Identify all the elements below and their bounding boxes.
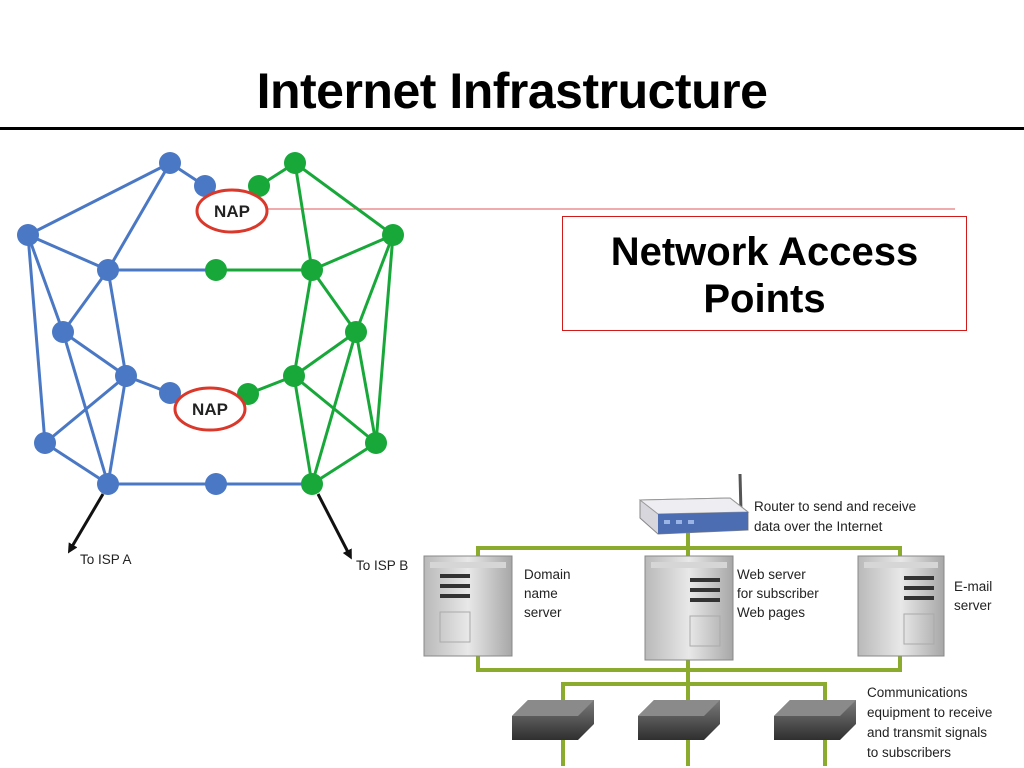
svg-text:equipment to receive: equipment to receive — [867, 705, 992, 720]
dns-server-icon — [423, 555, 513, 657]
arrow-to-isp-b — [316, 493, 352, 560]
svg-text:E-mail: E-mail — [954, 579, 992, 594]
svg-text:data over the Internet: data over the Internet — [754, 519, 883, 534]
network-node — [248, 175, 270, 197]
comm-equipment-label: Communications equipment to receive and … — [867, 685, 992, 760]
network-node — [301, 473, 323, 495]
web-server-label: Web server for subscriber Web pages — [737, 567, 819, 620]
isp-b-label: To ISP B — [356, 558, 408, 573]
network-node — [283, 365, 305, 387]
nap-callout-box: Network Access Points — [562, 216, 967, 331]
nap-top-label: NAP — [214, 202, 250, 221]
network-node — [345, 321, 367, 343]
title-divider — [0, 127, 1024, 130]
svg-text:Web server: Web server — [737, 567, 806, 582]
router-icon — [638, 473, 750, 535]
network-node — [17, 224, 39, 246]
network-node — [34, 432, 56, 454]
svg-text:Communications: Communications — [867, 685, 968, 700]
dns-server-label: Domain name server — [524, 567, 571, 620]
isp-a-label: To ISP A — [80, 552, 132, 567]
svg-text:Router to send and receive: Router to send and receive — [754, 499, 916, 514]
arrow-to-isp-a — [67, 493, 105, 554]
svg-text:Domain: Domain — [524, 567, 571, 582]
svg-text:Web pages: Web pages — [737, 605, 805, 620]
web-server-icon — [644, 555, 734, 661]
nap-top: NAP — [195, 188, 269, 234]
blue-network-nodes — [17, 152, 227, 495]
network-node — [284, 152, 306, 174]
network-node — [52, 321, 74, 343]
modem-icon — [774, 700, 856, 740]
svg-text:server: server — [954, 598, 992, 613]
network-node — [382, 224, 404, 246]
svg-text:for subscriber: for subscriber — [737, 586, 819, 601]
modem-icon — [638, 700, 720, 740]
network-node — [365, 432, 387, 454]
svg-text:to subscribers: to subscribers — [867, 745, 951, 760]
email-server-icon — [857, 555, 945, 657]
nap-bottom: NAP — [173, 386, 247, 432]
nap-bottom-label: NAP — [192, 400, 228, 419]
network-node — [205, 259, 227, 281]
network-node — [97, 473, 119, 495]
callout-line-1: Network Access — [610, 230, 919, 274]
callout-line-2: Points — [703, 277, 826, 321]
green-network-links — [216, 161, 395, 486]
green-network-nodes — [205, 152, 404, 495]
svg-text:server: server — [524, 605, 562, 620]
network-node — [301, 259, 323, 281]
blue-network-links — [26, 161, 312, 486]
svg-text:name: name — [524, 586, 558, 601]
modem-icon — [512, 700, 594, 740]
email-server-label: E-mail server — [954, 579, 992, 613]
network-node — [205, 473, 227, 495]
router-label: Router to send and receive data over the… — [754, 499, 916, 534]
network-node — [159, 382, 181, 404]
network-node — [159, 152, 181, 174]
network-node — [194, 175, 216, 197]
network-node — [97, 259, 119, 281]
slide-title: Internet Infrastructure — [256, 63, 768, 119]
network-node — [115, 365, 137, 387]
svg-text:and transmit signals: and transmit signals — [867, 725, 987, 740]
